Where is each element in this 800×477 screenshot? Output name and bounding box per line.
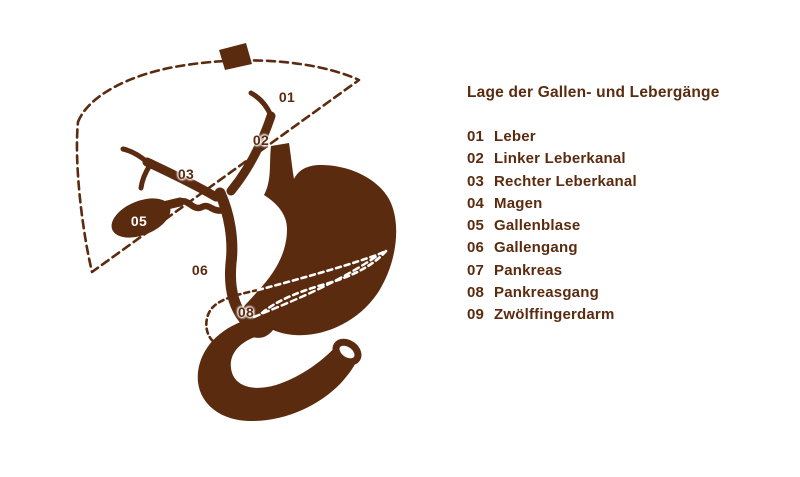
pancreas-outline-lower (260, 249, 388, 315)
liver-outline (75, 59, 361, 274)
diagram-marker-08: 08 (237, 304, 255, 320)
legend-list: 01 Leber 02 Linker Leberkanal 03 Rechter… (467, 126, 787, 327)
duodenum-cut-opening (332, 338, 362, 366)
diagram-marker-03: 03 (177, 166, 195, 182)
legend-item-number: 04 (467, 194, 485, 212)
legend-item: 02 Linker Leberkanal (467, 148, 787, 170)
legend-item-number: 06 (467, 239, 485, 257)
legend-item-number: 07 (467, 261, 485, 279)
diagram-title: Lage der Gallen- und Lebergänge (467, 84, 720, 101)
pancreatic-duct-line (252, 254, 379, 319)
legend-item-number: 08 (467, 284, 485, 302)
gallbladder-shape (111, 198, 171, 238)
legend-item: 03 Rechter Leberkanal (467, 171, 787, 193)
pancreas-outline-head (205, 288, 264, 348)
legend-item-label: Magen (494, 194, 543, 212)
legend-item: 06 Gallengang (467, 237, 787, 259)
legend-item-label: Pankreas (494, 261, 563, 279)
right-hepatic-duct-branch-lower (138, 162, 153, 191)
legend-item-label: Leber (494, 128, 536, 145)
liver-ligament-tab (219, 43, 252, 70)
legend-item-label: Zwölffingerdarm (494, 306, 615, 324)
diagram-marker-06: 06 (191, 262, 209, 278)
left-hepatic-duct-branch (248, 90, 274, 119)
legend-item: 04 Magen (467, 193, 787, 215)
left-hepatic-duct (226, 111, 276, 196)
legend-item-number: 09 (467, 306, 485, 324)
cystic-duct (174, 198, 228, 214)
right-hepatic-duct-branch (120, 146, 150, 165)
legend-item-label: Gallengang (494, 239, 578, 257)
legend-item-number: 03 (467, 172, 485, 190)
diagram-marker-01: 01 (278, 89, 296, 105)
common-bile-duct (214, 187, 250, 325)
stomach-shape (239, 143, 397, 338)
right-hepatic-duct (142, 157, 221, 202)
legend-item: 07 Pankreas (467, 260, 787, 282)
pancreas-outline-upper (256, 249, 388, 292)
legend-item: 09 Zwölffingerdarm (467, 304, 787, 326)
legend-item-label: Rechter Leberkanal (494, 172, 637, 190)
legend-item-number: 02 (467, 150, 485, 168)
legend-item-number: 01 (467, 128, 485, 145)
legend-item-label: Linker Leberkanal (494, 150, 626, 168)
diagram-marker-05: 05 (130, 213, 148, 229)
diagram-marker-02: 02 (252, 132, 270, 148)
legend-panel: Lage der Gallen- und Lebergänge 01 Leber… (467, 84, 787, 327)
legend-item-number: 05 (467, 217, 485, 235)
legend-item: 01 Leber (467, 126, 787, 148)
legend-item-label: Pankreasgang (494, 284, 599, 302)
legend-item: 08 Pankreasgang (467, 282, 787, 304)
legend-item: 05 Gallenblase (467, 215, 787, 237)
legend-item-label: Gallenblase (494, 217, 581, 235)
pancreatic-duct-line-head (239, 315, 256, 326)
duodenum-shape (197, 320, 357, 422)
